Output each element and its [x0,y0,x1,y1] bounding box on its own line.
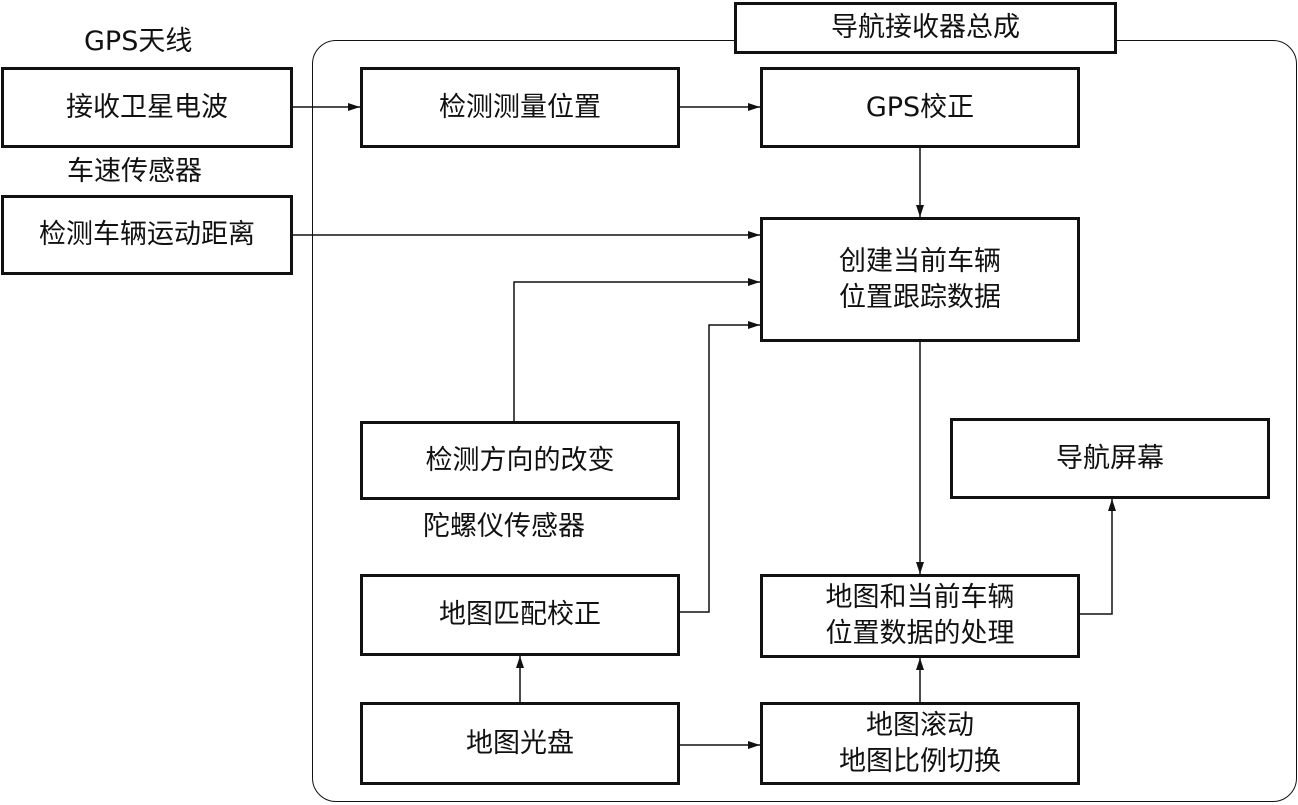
map-matching-text: 地图匹配校正 [439,599,601,630]
speed-sensor-label: 车速传感器 [67,156,202,187]
gps-correction-box: GPS校正 [760,67,1080,148]
map-matching-box: 地图匹配校正 [360,574,680,656]
map-scroll-line-2: 地图比例切换 [839,745,1001,777]
assembly-title-box: 导航接收器总成 [734,2,1117,54]
nav-screen-text: 导航屏幕 [1056,442,1164,474]
detect-position-text: 检测测量位置 [439,91,601,123]
map-processing-line-2: 位置数据的处理 [825,618,1015,649]
create-tracking-line-1: 创建当前车辆 [839,245,1001,277]
receive-satellite-text: 接收卫星电波 [66,91,228,123]
detect-distance-box: 检测车辆运动距离 [1,195,293,275]
map-scroll-line-1: 地图滚动 [866,709,974,741]
map-disc-box: 地图光盘 [360,702,680,785]
map-processing-line-1: 地图和当前车辆 [825,582,1015,613]
nav-screen-box: 导航屏幕 [950,418,1270,499]
map-processing-box: 地图和当前车辆 位置数据的处理 [760,574,1080,658]
receive-satellite-box: 接收卫星电波 [1,67,293,148]
map-disc-text: 地图光盘 [466,727,574,759]
detect-position-box: 检测测量位置 [360,67,680,148]
create-tracking-line-2: 位置跟踪数据 [839,281,1001,313]
assembly-title: 导航接收器总成 [831,12,1020,43]
create-tracking-box: 创建当前车辆 位置跟踪数据 [760,217,1080,342]
detect-direction-box: 检测方向的改变 [360,421,680,500]
gps-antenna-label: GPS天线 [84,26,193,57]
map-scroll-box: 地图滚动 地图比例切换 [760,702,1080,785]
detect-distance-text: 检测车辆运动距离 [39,219,255,250]
arrow-processing-to-nav-screen [1080,499,1116,615]
arrow-map-matching-to-tracking [680,321,760,613]
arrow-direction-to-tracking [513,278,760,421]
detect-direction-text: 检测方向的改变 [425,444,615,476]
gps-correction-text: GPS校正 [865,91,975,123]
gyro-sensor-label: 陀螺仪传感器 [423,511,585,542]
